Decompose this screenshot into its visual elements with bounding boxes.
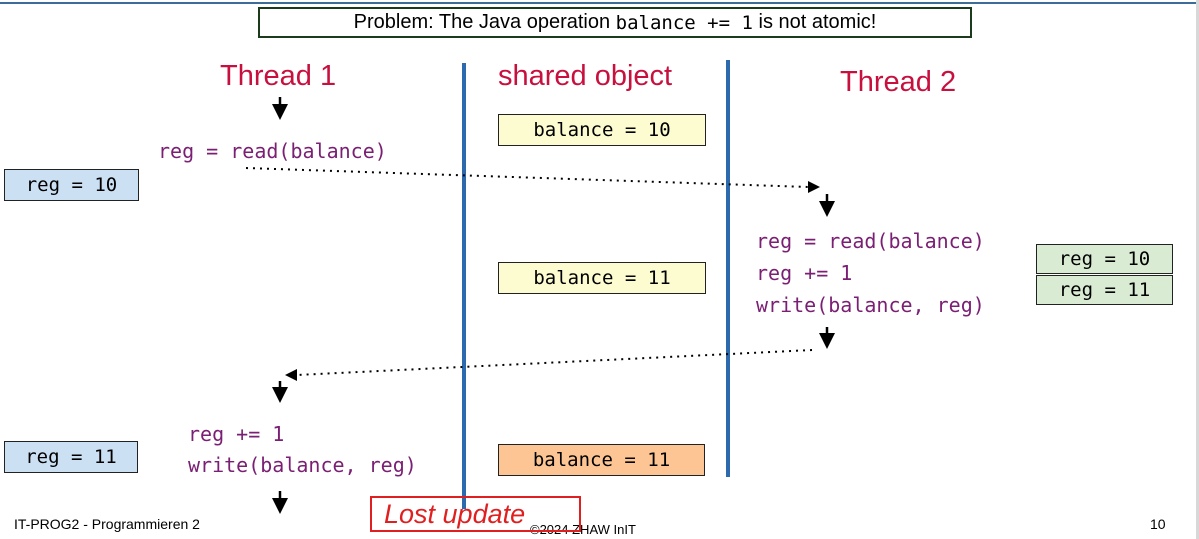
thread1-end-arrow [272,491,288,514]
problem-suffix: is not atomic! [752,11,877,33]
shared-balance-after-thread2: balance = 11 [498,262,706,294]
thread1-heading: Thread 1 [220,60,337,92]
lost-update-callout: Lost update [370,496,581,532]
right-edge-bar [1196,0,1199,539]
thread2-heading: Thread 2 [840,66,957,98]
top-rule [0,2,1199,4]
shared-balance-after-thread1: balance = 11 [498,444,705,476]
thread1-resume-arrow [272,381,288,403]
thread2-register-after: reg = 11 [1036,275,1173,305]
thread2-end-arrow [819,327,835,349]
problem-prefix: Problem: The Java operation [353,11,616,33]
thread2-read-statement: reg = read(balance) [756,229,985,253]
thread2-register-before: reg = 10 [1036,244,1173,274]
footer-page-number: 10 [1150,516,1166,532]
switch-to-thread1-dotted-arrow [285,349,813,381]
thread1-write-statement: write(balance, reg) [188,453,417,477]
thread2-write-statement: write(balance, reg) [756,293,985,317]
thread1-read-statement: reg = read(balance) [158,139,387,163]
thread1-start-arrow [272,97,288,120]
thread2-increment-statement: reg += 1 [756,261,853,285]
thread1-increment-statement: reg += 1 [188,422,285,446]
divider-right [726,60,730,477]
problem-statement: Problem: The Java operation balance += 1… [258,7,972,38]
switch-to-thread2-dotted-arrow [245,167,820,193]
thread2-start-arrow [819,194,835,217]
shared-balance-initial: balance = 10 [498,114,706,146]
footer-copyright: ©2024 ZHAW InIT [530,522,636,537]
problem-code: balance += 1 [615,11,753,34]
footer-course: IT-PROG2 - Programmieren 2 [14,516,200,532]
thread1-register-after: reg = 11 [4,441,138,473]
divider-left [462,63,466,509]
thread1-register-before: reg = 10 [4,169,139,201]
shared-object-heading: shared object [498,60,673,92]
